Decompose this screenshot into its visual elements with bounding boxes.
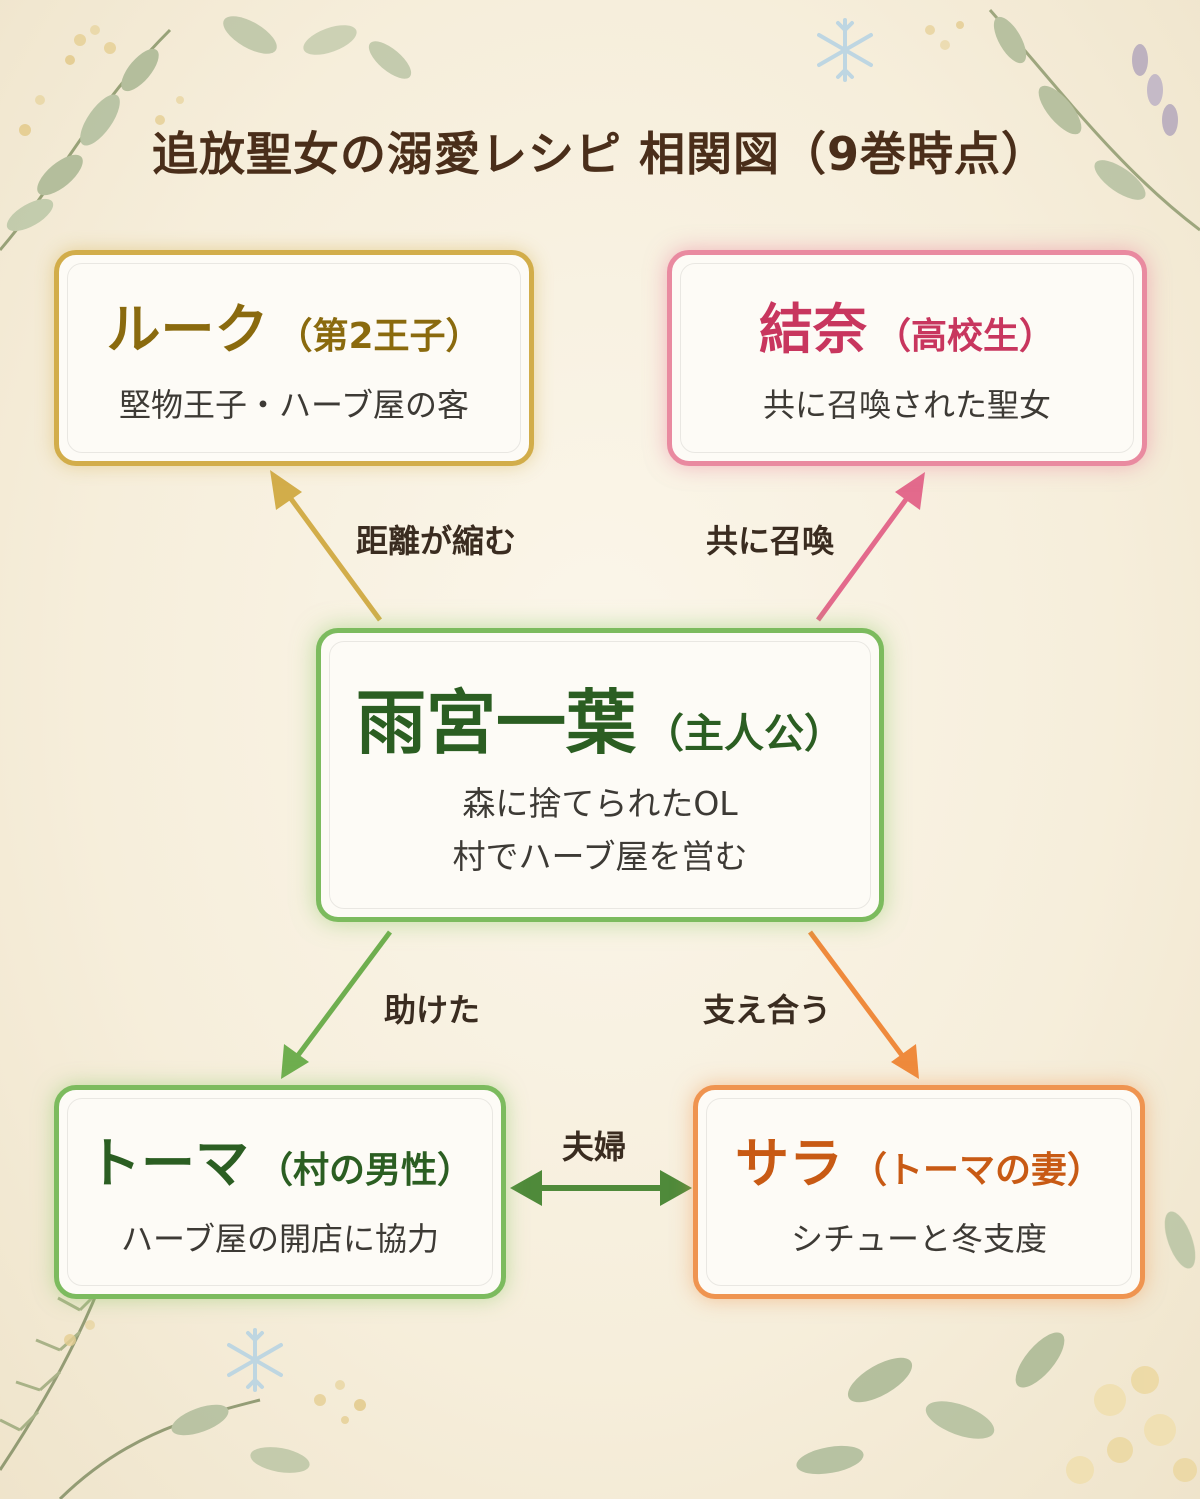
node-luke-name: ルーク （第2王子） xyxy=(106,285,481,364)
flower-cluster-icon xyxy=(1066,1366,1197,1484)
snowflake-icon xyxy=(817,18,873,82)
character-description: 森に捨てられたOL 村でハーブ屋を営む xyxy=(452,778,747,884)
node-sara-name: サラ （トーマの妻） xyxy=(735,1119,1103,1198)
node-ichiha: 雨宮一葉 （主人公） 森に捨てられたOL 村でハーブ屋を営む xyxy=(316,628,884,922)
character-name: ルーク xyxy=(106,297,269,361)
character-role: （高校生） xyxy=(874,315,1055,357)
character-description: 堅物王子・ハーブ屋の客 xyxy=(118,385,470,424)
flower-cluster-icon xyxy=(64,1320,366,1424)
leaf-sprig-icon xyxy=(796,1211,1196,1475)
description-line: 森に捨てられたOL xyxy=(462,783,738,823)
node-yuna-name: 結奈 （高校生） xyxy=(759,285,1055,364)
node-ichiha-name: 雨宮一葉 （主人公） xyxy=(356,667,844,768)
lavender-icon xyxy=(925,9,1200,232)
character-name: 雨宮一葉 xyxy=(356,681,636,764)
character-role: （村の男性） xyxy=(256,1149,473,1191)
flower-cluster-icon xyxy=(19,25,184,136)
page-title: 追放聖女の溺愛レシピ 相関図（9巻時点） xyxy=(151,127,1049,181)
character-name: トーマ xyxy=(86,1131,249,1195)
node-sara: サラ （トーマの妻） シチューと冬支度 xyxy=(693,1085,1145,1299)
edge-label-couple: 夫婦 xyxy=(562,1128,627,1166)
edge-label-sara: 支え合う xyxy=(703,991,832,1029)
node-toma: トーマ （村の男性） ハーブ屋の開店に協力 xyxy=(54,1085,506,1299)
character-name: サラ xyxy=(734,1131,843,1195)
leaf-sprig-icon xyxy=(0,28,172,251)
character-name: 結奈 xyxy=(758,297,867,361)
pine-branch-icon xyxy=(0,1199,310,1499)
leaf-sprig-icon xyxy=(223,16,412,79)
character-description: 共に召喚された聖女 xyxy=(762,385,1051,424)
description-line: 村でハーブ屋を営む xyxy=(452,836,748,876)
edge-label-yuna: 共に召喚 xyxy=(706,522,835,560)
snowflake-icon xyxy=(227,1328,283,1392)
character-role: （トーマの妻） xyxy=(850,1149,1103,1191)
character-description: ハーブ屋の開店に協力 xyxy=(120,1219,440,1258)
node-yuna: 結奈 （高校生） 共に召喚された聖女 xyxy=(667,250,1147,466)
node-luke: ルーク （第2王子） 堅物王子・ハーブ屋の客 xyxy=(54,250,534,466)
node-toma-name: トーマ （村の男性） xyxy=(87,1119,473,1198)
edge-label-toma: 助けた xyxy=(384,991,481,1029)
character-role: （主人公） xyxy=(644,710,844,757)
edge-label-luke: 距離が縮む xyxy=(356,522,517,560)
character-description: シチューと冬支度 xyxy=(790,1219,1047,1258)
character-role: （第2王子） xyxy=(276,315,482,357)
